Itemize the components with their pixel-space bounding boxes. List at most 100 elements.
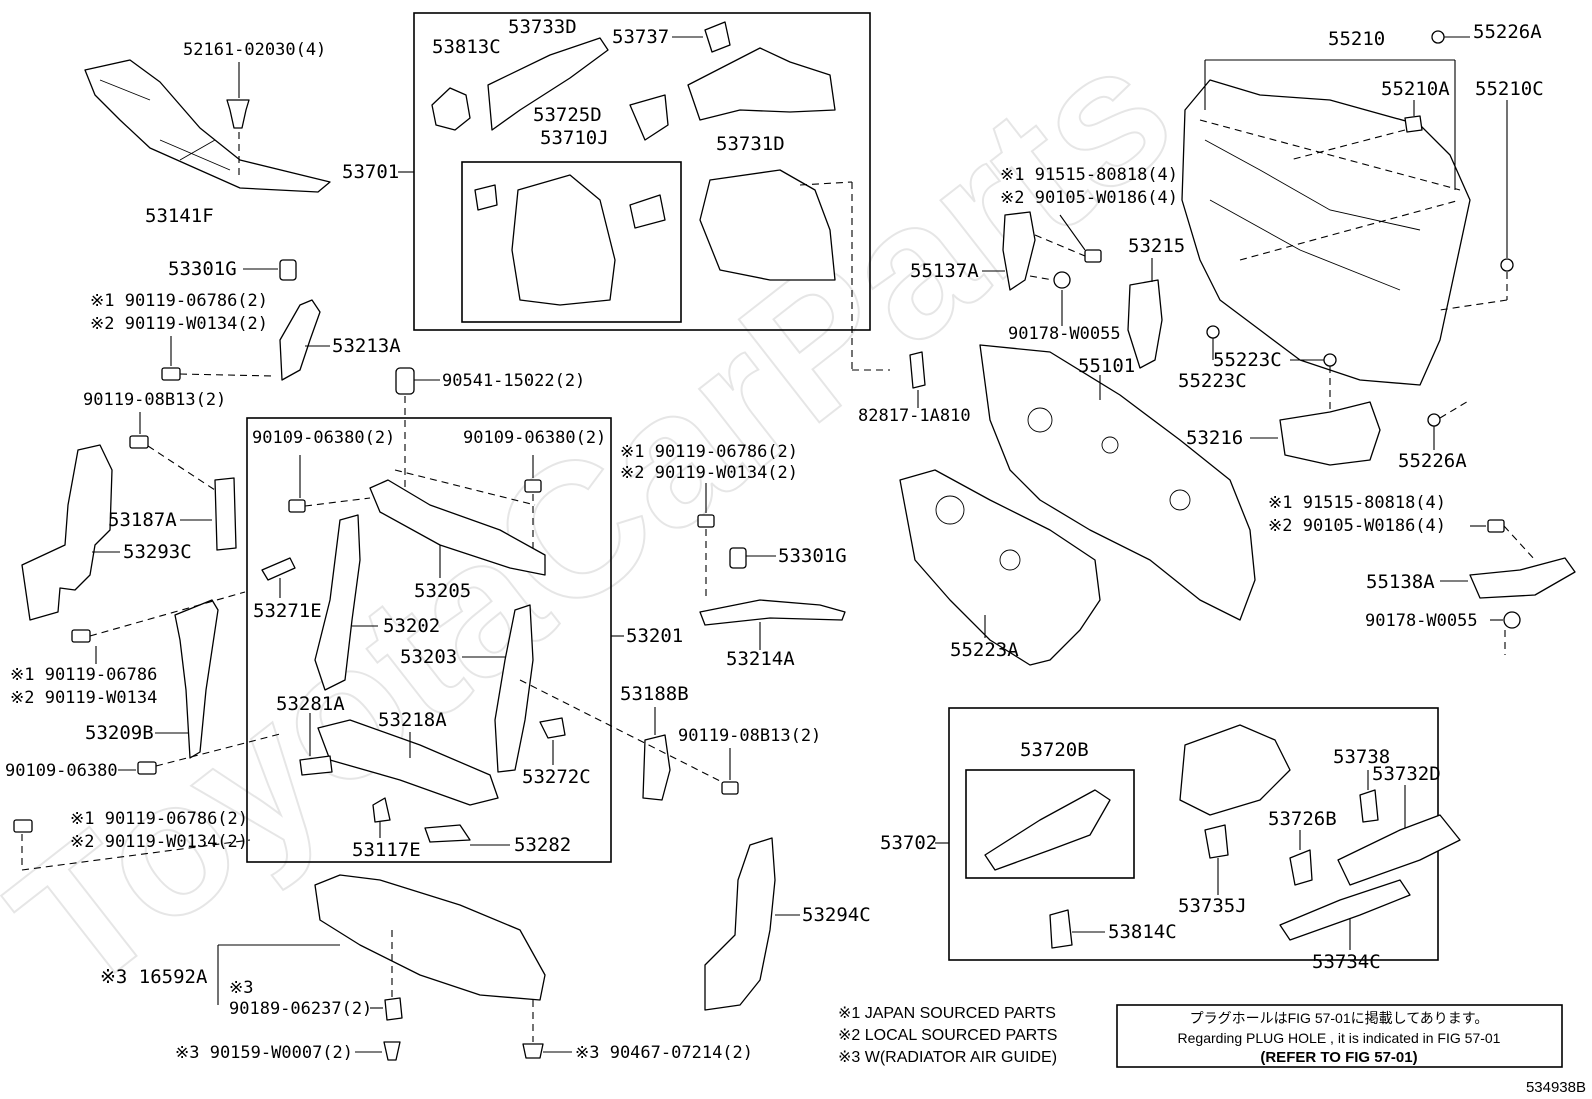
- label-90189: 90189-06237(2): [229, 999, 372, 1019]
- legend-note-1: ※1 JAPAN SOURCED PARTS: [838, 1005, 1056, 1022]
- label-90119-W0134-c: ※2 90119-W0134(2): [70, 832, 248, 852]
- label-53301G-b: 53301G: [778, 545, 847, 567]
- label-82817: 82817-1A810: [858, 406, 971, 426]
- label-53141F: 53141F: [145, 205, 214, 227]
- label-90541: 90541-15022(2): [442, 371, 585, 391]
- label-90119-06786-b: ※1 90119-06786: [10, 665, 157, 685]
- part-53813C: [431, 87, 471, 131]
- label-53301G-a: 53301G: [168, 258, 237, 280]
- part-clip-55210A: [1289, 100, 1423, 161]
- part-53203-side-support: [462, 604, 534, 773]
- label-90119-W0134-b: ※2 90119-W0134: [10, 688, 157, 708]
- part-clip-55226A-top: [1431, 30, 1470, 44]
- label-90105-b: ※2 90105-W0186(4): [1268, 516, 1446, 536]
- label-52161: 52161-02030(4): [183, 40, 326, 60]
- label-53725D: 53725D: [533, 104, 602, 126]
- part-bolt-91515-b: [1470, 519, 1536, 561]
- label-53701: 53701: [342, 161, 399, 183]
- label-90119-06786-c: ※1 90119-06786(2): [70, 809, 248, 829]
- plug-hole-note-en: Regarding PLUG HOLE , it is indicated in…: [1178, 1030, 1501, 1046]
- part-53733D: [487, 37, 609, 131]
- label-53814C: 53814C: [1108, 921, 1177, 943]
- label-53218A: 53218A: [378, 709, 447, 731]
- label-53293C: 53293C: [123, 541, 192, 563]
- subgroup-box-53720B: [965, 769, 1135, 879]
- part-53738: [1359, 770, 1379, 823]
- label-53702: 53702: [880, 832, 937, 854]
- label-53187A: 53187A: [108, 509, 177, 531]
- legend-note-2: ※2 LOCAL SOURCED PARTS: [838, 1027, 1057, 1044]
- label-16592A: ※3 16592A: [100, 966, 208, 988]
- label-91515-a: ※1 91515-80818(4): [1000, 165, 1178, 185]
- label-90159: ※3 90159-W0007(2): [175, 1043, 353, 1063]
- label-53188B: 53188B: [620, 683, 689, 705]
- label-53272C: 53272C: [522, 766, 591, 788]
- part-53294C: [704, 837, 800, 1011]
- group-box-53201: [246, 417, 612, 863]
- label-90109-06380-left: 90109-06380(2): [252, 428, 395, 448]
- part-53188B: [519, 679, 723, 801]
- part-53710J-panel: [474, 174, 666, 306]
- part-55138A: [1440, 557, 1576, 599]
- label-53720B: 53720B: [1020, 739, 1089, 761]
- part-apron-53701: [699, 169, 890, 371]
- part-55101-dash-panel: [979, 344, 1256, 621]
- part-53117E: [372, 797, 391, 838]
- label-53215: 53215: [1128, 235, 1185, 257]
- legend-note-3: ※3 W(RADIATOR AIR GUIDE): [838, 1049, 1057, 1066]
- label-90119-06786-d: ※1 90119-06786(2): [620, 442, 798, 462]
- label-53203: 53203: [400, 646, 457, 668]
- part-53735J: [1204, 824, 1229, 895]
- label-90119-08B13-a: 90119-08B13(2): [83, 390, 226, 410]
- label-55138A: 55138A: [1366, 571, 1435, 593]
- part-apron-53702: [1179, 724, 1291, 816]
- label-53734C: 53734C: [1312, 951, 1381, 973]
- part-bolt-center-2: [721, 748, 739, 795]
- label-55226A-bottom: 55226A: [1398, 450, 1467, 472]
- part-53271E: [261, 557, 296, 598]
- label-53281A: 53281A: [276, 693, 345, 715]
- label-55101: 55101: [1078, 355, 1135, 377]
- part-bolt-90109-left: [288, 455, 371, 513]
- label-53731D: 53731D: [716, 133, 785, 155]
- label-90119-08B13-b: 90119-08B13(2): [678, 726, 821, 746]
- part-55137A: [982, 211, 1036, 291]
- label-53735J: 53735J: [1178, 895, 1247, 917]
- label-53202: 53202: [383, 615, 440, 637]
- part-clip-90159: [355, 1041, 401, 1061]
- part-53720B: [984, 789, 1111, 871]
- part-53725D: [629, 94, 669, 141]
- part-53218A-lower-support: [317, 719, 499, 806]
- label-53726B: 53726B: [1268, 808, 1337, 830]
- figure-id: 534938B: [1526, 1079, 1586, 1096]
- part-clip-55223C-b: [1290, 353, 1337, 410]
- label-90119-06786-a: ※1 90119-06786(2): [90, 291, 268, 311]
- part-53814C: [1049, 909, 1105, 949]
- part-clip-55210C: [1439, 100, 1514, 311]
- part-55223A-silencer: [899, 469, 1101, 666]
- part-53301G-center: [729, 547, 776, 569]
- part-bolt-left-2: [129, 412, 216, 491]
- part-bolt-left-4: [118, 733, 281, 775]
- label-55210A: 55210A: [1381, 78, 1450, 100]
- part-bolt-left-3: [71, 591, 246, 664]
- label-53117E: 53117E: [352, 839, 421, 861]
- part-53216: [1250, 401, 1381, 466]
- plug-hole-note-ref: (REFER TO FIG 57-01): [1260, 1049, 1417, 1066]
- label-90189-note: ※3: [229, 978, 253, 998]
- label-91515-b: ※1 91515-80818(4): [1268, 493, 1446, 513]
- part-clip-52161: [226, 62, 250, 180]
- label-55210C: 55210C: [1475, 78, 1544, 100]
- label-55223A: 55223A: [950, 639, 1019, 661]
- part-90541-stopper: [395, 367, 440, 500]
- part-clip-90189: [370, 930, 403, 1021]
- label-53737: 53737: [612, 26, 669, 48]
- part-16592A-guide: [217, 874, 546, 1005]
- part-53187A: [180, 477, 237, 551]
- part-bolt-center-1: [697, 483, 715, 600]
- part-nut-90178-b: [1490, 611, 1521, 655]
- part-53734C: [1279, 879, 1411, 950]
- part-clip-55226A-bottom: [1427, 399, 1471, 450]
- label-55137A: 55137A: [910, 260, 979, 282]
